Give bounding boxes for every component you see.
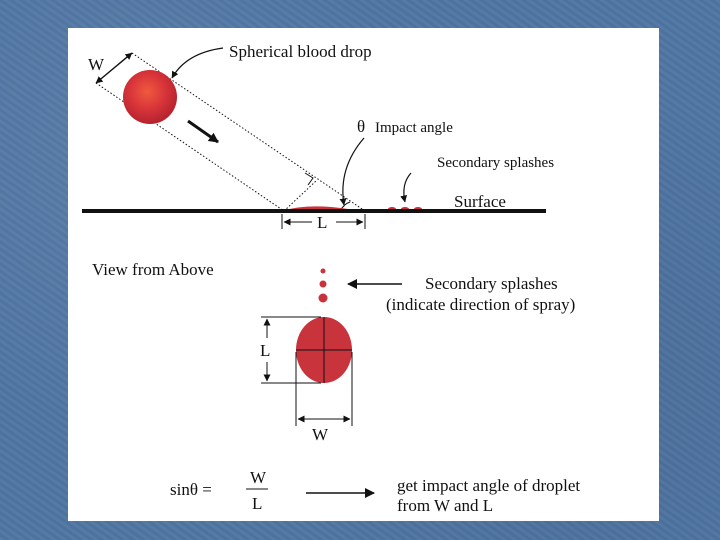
top-l-label: L (260, 341, 270, 360)
right-angle-mark (304, 172, 314, 186)
secondary-splashes-top-pointer (400, 172, 412, 203)
drop-width-dimension (95, 52, 133, 84)
top-width-dimension (295, 352, 353, 426)
blood-drop-diagram: W Spherical blood drop θ Impact angle Se… (82, 42, 580, 515)
formula-lhs: sinθ = (170, 480, 212, 499)
result-line-1: get impact angle of droplet (397, 476, 580, 495)
impact-angle-pointer (339, 137, 365, 206)
direction-note: (indicate direction of spray) (386, 295, 575, 314)
view-from-above-label: View from Above (92, 260, 214, 279)
formula-denominator: L (252, 494, 262, 513)
formula-numerator: W (250, 468, 267, 487)
secondary-splashes-bottom-label: Secondary splashes (425, 274, 558, 293)
slide-panel: W Spherical blood drop θ Impact angle Se… (68, 28, 659, 521)
side-length-dimension (281, 214, 366, 229)
top-length-dimension (261, 316, 321, 384)
stain-crosshair (296, 317, 352, 383)
drop-pointer (171, 47, 224, 79)
impact-angle-symbol: θ (357, 117, 365, 136)
top-secondary-splashes (318, 268, 328, 303)
side-l-label: L (317, 213, 327, 232)
impact-angle-label: Impact angle (375, 120, 453, 136)
result-line-2: from W and L (397, 496, 493, 515)
spherical-blood-drop (123, 70, 177, 124)
trajectory-lines (95, 52, 366, 212)
motion-arrow (187, 119, 219, 144)
spherical-drop-label: Spherical blood drop (229, 42, 372, 61)
secondary-splashes-top-label: Secondary splashes (437, 155, 554, 171)
top-w-label: W (312, 425, 329, 444)
surface-label: Surface (454, 192, 506, 211)
side-w-label: W (88, 55, 105, 74)
